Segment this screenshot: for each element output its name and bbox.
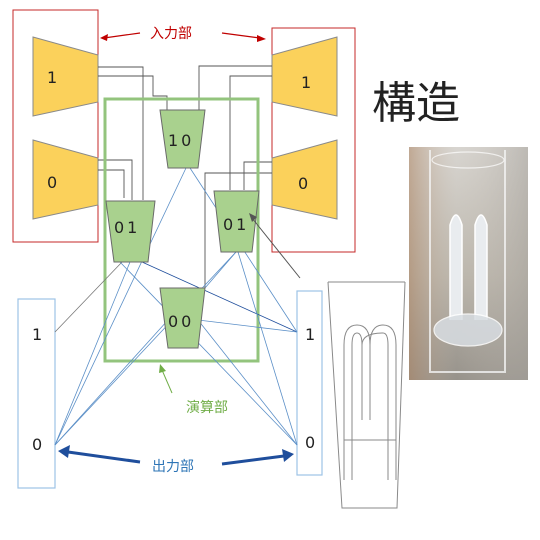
compute-label-pointer — [159, 364, 173, 394]
input-arrow-left — [100, 32, 141, 41]
gate-10 — [159, 109, 206, 169]
input-left-0 — [32, 139, 99, 220]
output-right-0-label: 0 — [305, 433, 315, 452]
gate-01-left — [105, 200, 156, 263]
gate-01-left-label: 01 — [114, 218, 140, 237]
input-right-0-label: 0 — [298, 174, 308, 193]
gate-01-right — [213, 190, 260, 253]
input-right-0 — [271, 139, 338, 220]
cup-photo — [409, 147, 528, 380]
input-box-left — [12, 9, 99, 243]
input-section-label: 入力部 — [150, 26, 192, 42]
output-column-left — [17, 298, 56, 489]
gate-00-label: 00 — [168, 312, 194, 331]
photo-pointer-arrow — [249, 213, 301, 279]
output-arrow-right — [221, 449, 294, 466]
compute-section-label: 演算部 — [186, 400, 228, 416]
output-arrow-left — [58, 445, 141, 464]
input-box-right — [271, 27, 356, 253]
input-wiring — [98, 65, 272, 288]
cup-schematic — [327, 281, 406, 509]
output-column-right — [296, 290, 323, 476]
input-right-1-label: 1 — [301, 73, 311, 92]
input-right-1 — [271, 36, 338, 117]
output-left-0-label: 0 — [32, 435, 42, 454]
compute-box — [103, 97, 260, 363]
input-arrow-right — [221, 32, 266, 42]
page-title: 構造 — [372, 78, 460, 129]
input-left-1-label: 1 — [47, 68, 57, 87]
output-section-label: 出力部 — [152, 459, 194, 475]
gate-10-label: 10 — [168, 131, 194, 150]
input-left-1 — [32, 36, 99, 117]
output-right-1-label: 1 — [305, 325, 315, 344]
gate-01-right-label: 01 — [223, 215, 249, 234]
gate-00 — [159, 287, 206, 349]
output-left-1-label: 1 — [32, 325, 42, 344]
input-left-0-label: 0 — [47, 173, 57, 192]
